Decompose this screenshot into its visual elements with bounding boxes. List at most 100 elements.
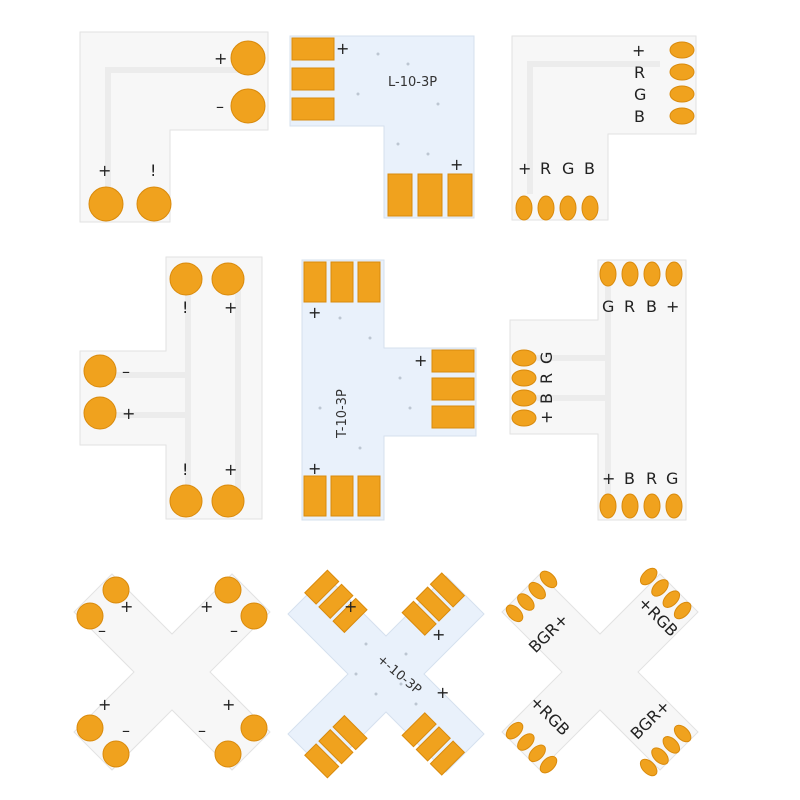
pad-label: + bbox=[214, 49, 227, 68]
pad-label: B bbox=[624, 469, 635, 488]
pad bbox=[515, 195, 533, 221]
pad bbox=[303, 475, 327, 517]
pad-label: + bbox=[120, 597, 133, 616]
pad bbox=[643, 493, 661, 519]
pad bbox=[651, 747, 669, 765]
pad-label: + bbox=[308, 459, 321, 478]
pad-label: – bbox=[230, 621, 238, 640]
pad bbox=[214, 740, 242, 768]
pad-label: + bbox=[122, 404, 135, 423]
pad-label: – bbox=[216, 97, 224, 116]
pad-label: + bbox=[222, 695, 235, 714]
pad bbox=[357, 261, 381, 303]
pad bbox=[665, 261, 683, 287]
pad-label: ! bbox=[182, 460, 188, 479]
pad-label: + bbox=[436, 683, 449, 702]
pad bbox=[303, 261, 327, 303]
pad bbox=[599, 261, 617, 287]
pad bbox=[304, 569, 340, 605]
pad bbox=[76, 714, 104, 742]
pad bbox=[291, 67, 335, 91]
pad-label: G bbox=[666, 469, 678, 488]
pad-label: + bbox=[98, 695, 111, 714]
pad-label: R bbox=[646, 469, 657, 488]
pad bbox=[505, 721, 524, 740]
pad-label: R bbox=[540, 159, 551, 178]
pad bbox=[88, 186, 124, 222]
pad-label: G bbox=[634, 85, 646, 104]
pad bbox=[581, 195, 599, 221]
pad-label: + bbox=[518, 159, 531, 178]
pad bbox=[639, 567, 658, 586]
pad bbox=[528, 581, 546, 600]
pad-label: + bbox=[224, 460, 237, 479]
pad-label: B bbox=[646, 297, 657, 316]
pad bbox=[357, 475, 381, 517]
pad bbox=[665, 493, 683, 519]
pad bbox=[621, 261, 639, 287]
pad-label: + bbox=[308, 303, 321, 322]
pad bbox=[211, 262, 245, 296]
pad bbox=[230, 40, 266, 76]
pad bbox=[332, 597, 368, 634]
pad bbox=[330, 261, 354, 303]
pad bbox=[83, 396, 117, 430]
pad-label: + bbox=[632, 41, 645, 60]
pad-label: + bbox=[602, 469, 615, 488]
pad bbox=[136, 186, 172, 222]
pad bbox=[517, 733, 535, 751]
pad bbox=[673, 724, 692, 743]
connector-x-rgb: BGR+ +RGB +RGB BGR+ bbox=[500, 567, 700, 777]
pad bbox=[662, 736, 681, 754]
model-label: L-10-3P bbox=[388, 75, 437, 90]
pad-label: B bbox=[584, 159, 595, 178]
pad bbox=[511, 389, 537, 407]
connector-x-10mm-3pin: +-10-3P + + + bbox=[286, 569, 486, 779]
pad bbox=[318, 729, 354, 765]
pad bbox=[517, 593, 535, 611]
pad bbox=[511, 349, 537, 367]
pad-label: – bbox=[198, 721, 206, 740]
pad-label: + bbox=[666, 297, 679, 316]
pad-label: G bbox=[537, 352, 556, 364]
pad bbox=[169, 484, 203, 518]
pad-label: + bbox=[537, 411, 556, 424]
pad bbox=[669, 85, 695, 103]
connector-l-rgb: + R G B + R G B bbox=[510, 34, 700, 224]
connector-t-2pin: ! + – + ! + bbox=[78, 255, 268, 525]
pad bbox=[83, 354, 117, 388]
pad bbox=[431, 349, 475, 373]
pad bbox=[651, 579, 669, 597]
pad-label: B bbox=[537, 393, 556, 404]
pad bbox=[429, 740, 466, 776]
pad bbox=[76, 602, 104, 630]
pad bbox=[318, 583, 354, 619]
model-label: T-10-3P bbox=[335, 389, 350, 439]
pad bbox=[415, 586, 451, 622]
pad bbox=[669, 41, 695, 59]
pad bbox=[214, 576, 242, 604]
pad bbox=[304, 743, 340, 779]
pad bbox=[240, 602, 268, 630]
pad bbox=[447, 173, 473, 217]
pad bbox=[291, 37, 335, 61]
pad bbox=[431, 377, 475, 401]
connector-x-2pin: + – + – + – + – bbox=[72, 572, 272, 772]
connector-t-10mm-3pin: T-10-3P + + + bbox=[300, 258, 480, 524]
pad-label: + bbox=[98, 161, 111, 180]
pad bbox=[537, 195, 555, 221]
pad bbox=[669, 63, 695, 81]
pad bbox=[511, 369, 537, 387]
pad bbox=[240, 714, 268, 742]
pad bbox=[662, 590, 681, 608]
pad-label: + bbox=[200, 597, 213, 616]
pad bbox=[330, 475, 354, 517]
pad-label: + bbox=[224, 298, 237, 317]
pad bbox=[639, 758, 658, 777]
pad-label: + bbox=[336, 39, 349, 58]
pad bbox=[559, 195, 577, 221]
pad bbox=[102, 740, 130, 768]
pad bbox=[539, 570, 558, 589]
connector-l-10mm-3pin: L-10-3P + + bbox=[288, 34, 478, 224]
pad bbox=[505, 604, 524, 623]
